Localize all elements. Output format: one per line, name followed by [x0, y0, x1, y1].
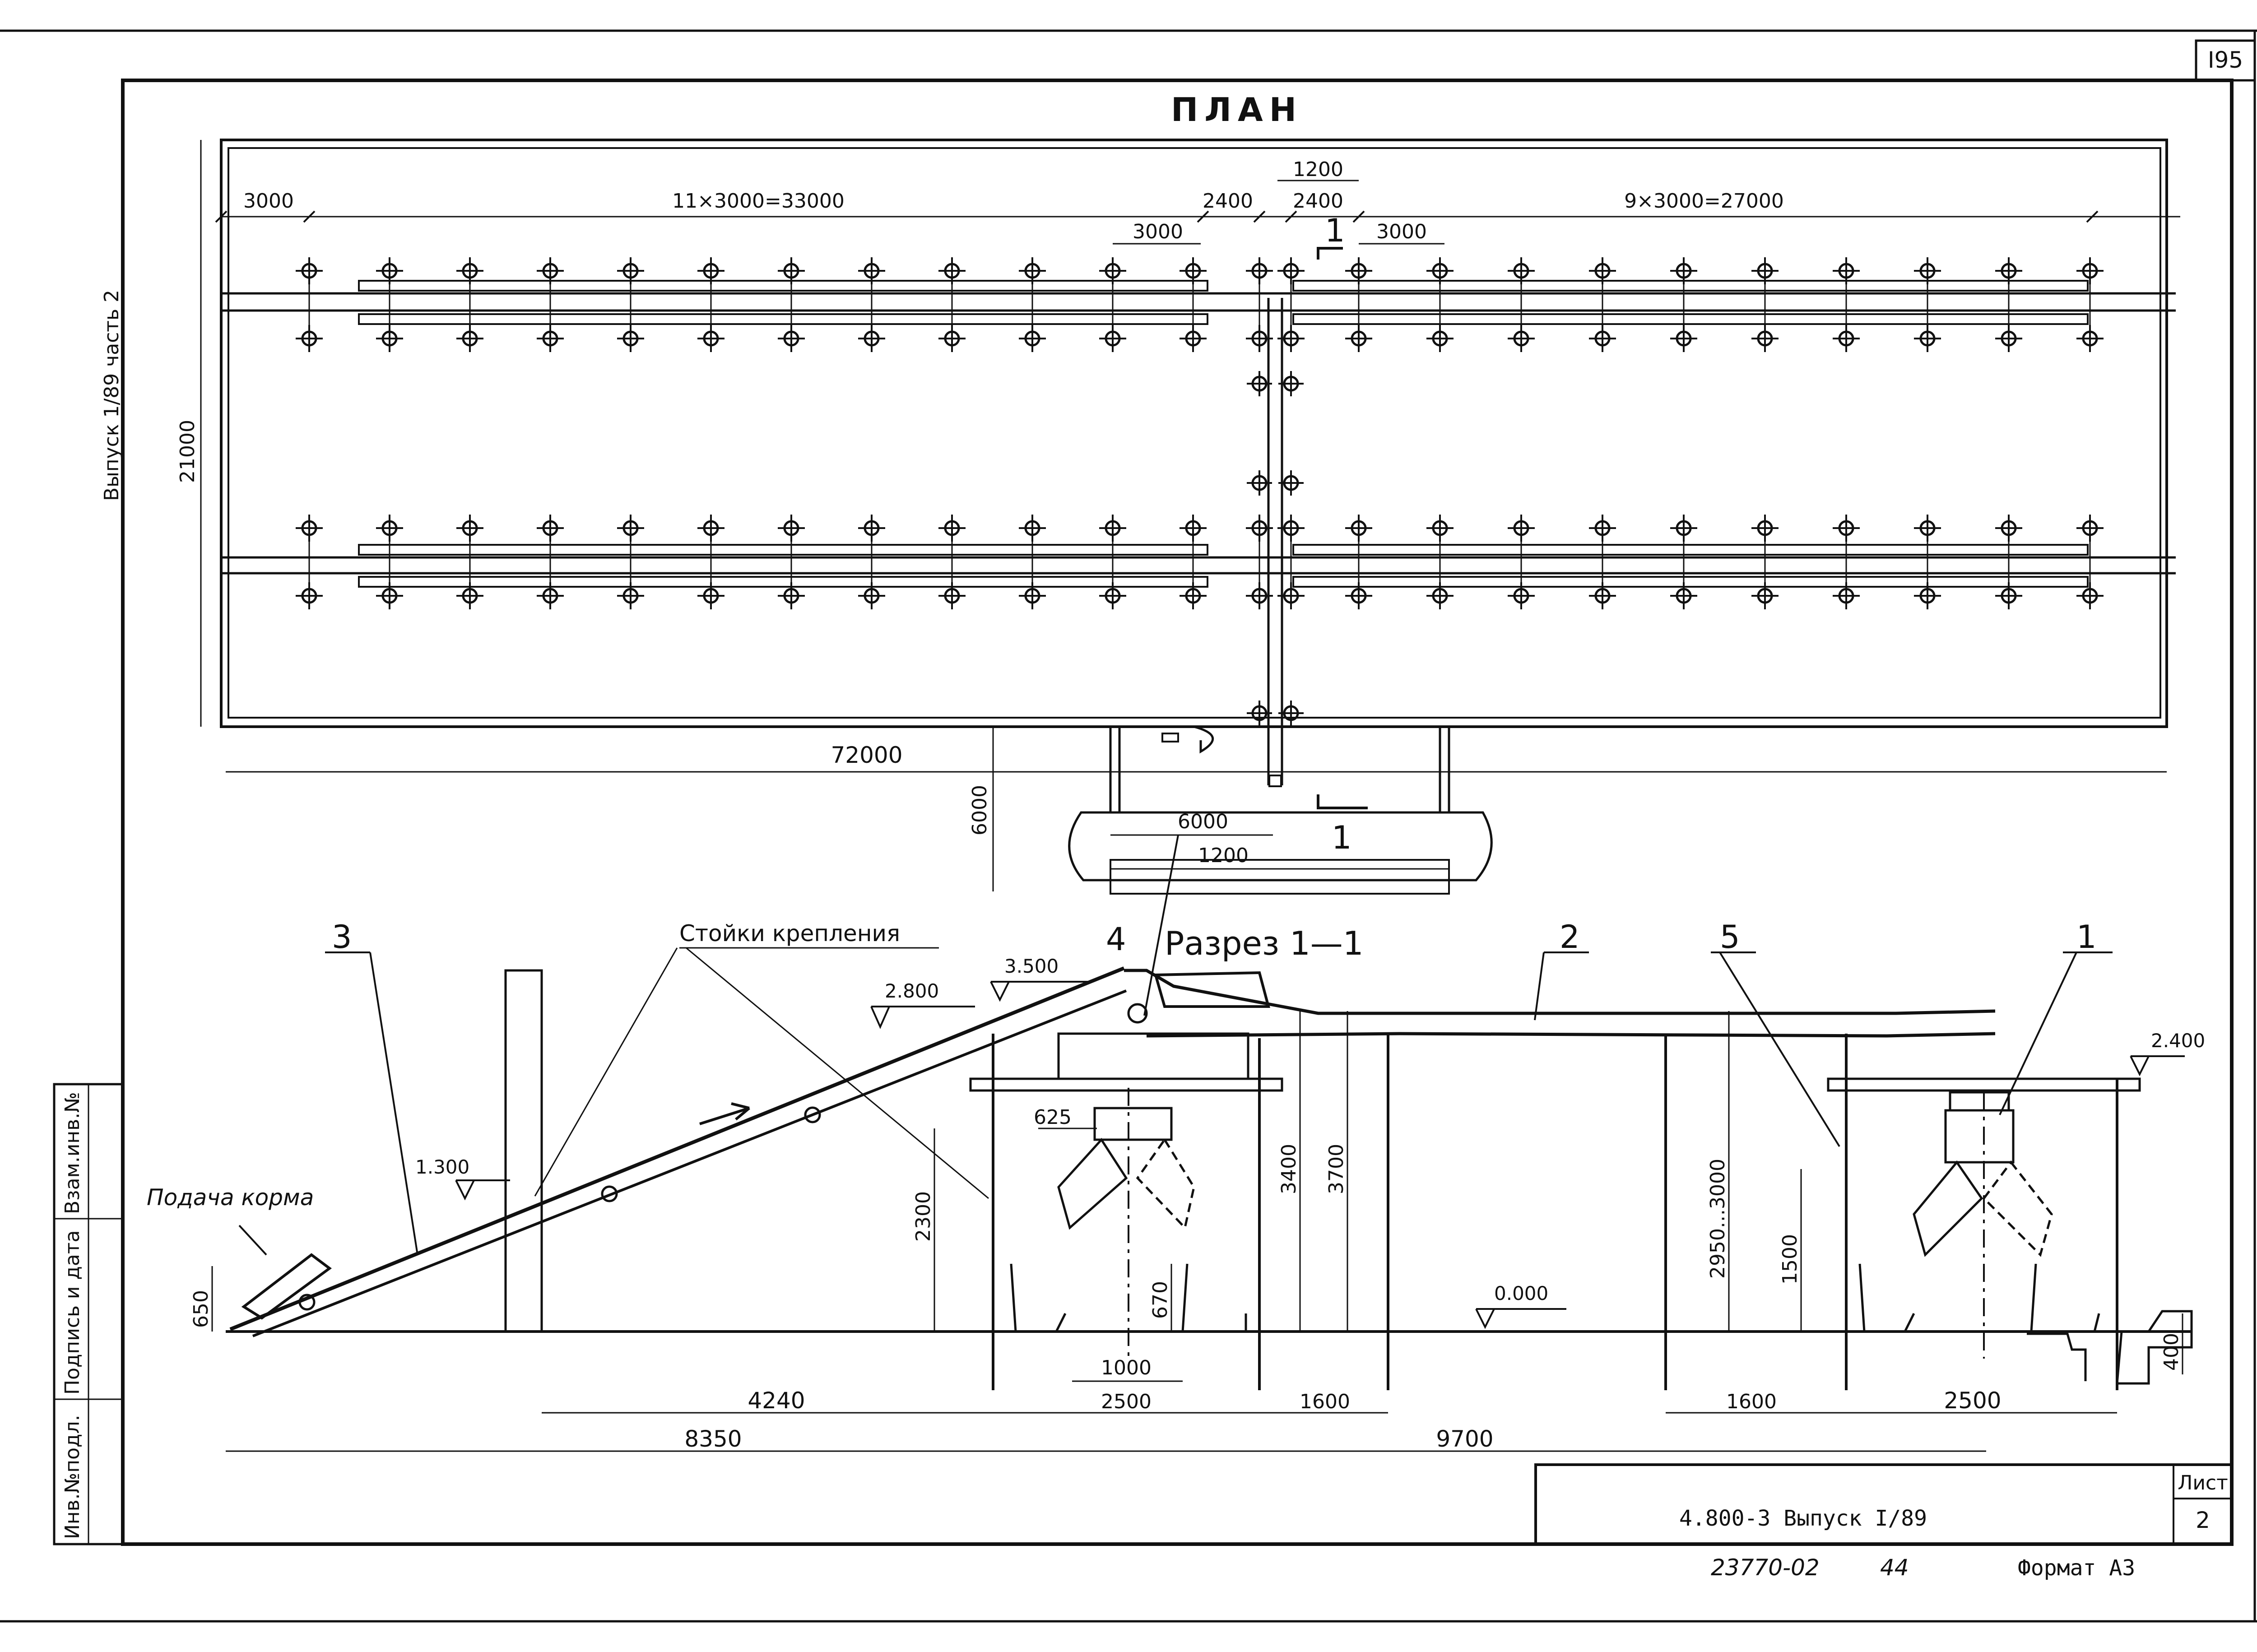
dim-center: 1200 — [1293, 158, 1343, 181]
dimension-tick — [1197, 210, 1209, 223]
inventory-number: 23770-02 — [1711, 1555, 1820, 1581]
callouts: 3 2 5 1 4 — [325, 835, 2113, 1255]
sheet-frame: I95 — [0, 29, 2257, 1623]
cage-row-right — [1292, 544, 2089, 556]
dim-3700: 3700 — [1325, 1144, 1348, 1194]
section-mark: 1 1 — [1317, 212, 1368, 856]
dim-400: 400 — [2160, 1333, 2183, 1371]
dim-650-feeder: 670 — [1149, 1281, 1172, 1319]
level-2400: 2.400 — [2151, 1030, 2205, 1052]
label-feed-supply: Подача корма — [147, 1184, 314, 1211]
sheet-number: 2 — [2196, 1507, 2210, 1533]
level-3500: 3.500 — [1004, 955, 1059, 977]
plan-title: ПЛАН — [1171, 91, 1303, 129]
dim-gap-left: 2400 — [1203, 190, 1253, 213]
dim-annex-depth: 6000 — [968, 785, 991, 835]
stall-frame-left — [969, 1032, 1283, 1390]
dim-9700: 9700 — [1436, 1426, 1493, 1452]
dimension-tick — [1253, 210, 1266, 223]
copy-number: 44 — [1880, 1555, 1909, 1581]
dimension-tick — [1352, 210, 1365, 223]
elevation-marks: 2.800 3.500 1.300 0.000 2.400 — [415, 955, 2205, 1329]
dim-annex-width: 6000 — [1178, 810, 1228, 833]
dim-2500-b: 2500 — [1944, 1387, 2001, 1414]
dim-gap-right: 2400 — [1293, 190, 1343, 213]
dim-right-span: 9×3000=27000 — [1624, 190, 1784, 213]
section-mark-top: 1 — [1325, 212, 1345, 249]
plan-view: ПЛАН 1 1 — [176, 91, 2180, 895]
dim-1600-b: 1600 — [1726, 1390, 1777, 1413]
inclined-conveyor — [229, 966, 1127, 1337]
dim-650-left: 650 — [190, 1290, 213, 1328]
callout-4: 4 — [1106, 921, 1126, 958]
callout-5: 5 — [1720, 919, 1740, 956]
plan-dimensions: 3000 11×3000=33000 2400 1200 2400 9×3000… — [176, 140, 2180, 891]
stall-frame-right — [1827, 1034, 2193, 1390]
dim-625: 625 — [1034, 1106, 1072, 1129]
page-number: I95 — [2208, 47, 2243, 73]
dimension-tick — [1285, 210, 1297, 223]
dimension-tick — [303, 210, 316, 223]
tall-post — [504, 969, 543, 1333]
left-margin: Выпуск 1/89 часть 2 Инв.№подл. Подпись и… — [53, 290, 124, 1545]
dim-2300: 2300 — [912, 1191, 935, 1242]
dim-bay-b: 3000 — [1376, 220, 1427, 243]
cage-row-left — [358, 313, 1208, 325]
cage-row-left — [358, 280, 1208, 292]
dimension-tick — [215, 210, 228, 223]
level-1300: 1.300 — [415, 1156, 469, 1178]
title-block: Лист 2 4.800-3 Выпуск I/89 23770-02 44 Ф… — [1534, 1463, 2233, 1581]
stamp-cell-replaced-inv: Взам.инв.№ — [61, 1092, 84, 1214]
level-0000: 0.000 — [1494, 1282, 1548, 1304]
level-2800: 2.800 — [885, 980, 939, 1002]
plan-inner-wall — [228, 147, 2161, 719]
callout-2: 2 — [1560, 919, 1580, 956]
dim-first-bay: 3000 — [243, 190, 294, 213]
dim-width: 21000 — [176, 420, 199, 483]
section-view: Разрез 1—1 — [147, 835, 2205, 1452]
cage-row-left — [358, 544, 1208, 556]
issue-label: Выпуск 1/89 часть 2 — [100, 290, 123, 501]
document-designation: 4.800-3 Выпуск I/89 — [1679, 1506, 1927, 1531]
cage-row-right — [1292, 280, 2089, 292]
section-mark-bottom: 1 — [1332, 819, 1352, 856]
dim-2950-3000: 2950...3000 — [1706, 1159, 1729, 1279]
sheet-label: Лист — [2178, 1471, 2228, 1494]
dim-1600-a: 1600 — [1300, 1390, 1350, 1413]
cage-row-left — [358, 576, 1208, 588]
cage-row-right — [1292, 313, 2089, 325]
plan-annex — [1068, 725, 1493, 895]
format-label: Формат А3 — [2018, 1555, 2135, 1581]
dim-8350: 8350 — [684, 1426, 742, 1452]
dim-length: 72000 — [831, 742, 902, 768]
label-support-posts: Стойки крепления — [679, 920, 900, 947]
dim-4240: 4240 — [748, 1387, 805, 1414]
section-horizontal-dimensions: 625 1000 4240 2500 1600 1600 2500 8350 9… — [226, 1106, 2117, 1452]
dimension-tick — [2086, 210, 2099, 223]
plan-outer-wall — [220, 139, 2168, 728]
dim-1000: 1000 — [1101, 1356, 1152, 1379]
callout-1: 1 — [2076, 919, 2097, 956]
stamp-cell-original-inv: Инв.№подл. — [61, 1415, 84, 1539]
dim-1500: 1500 — [1779, 1234, 1802, 1285]
distribution-conveyor — [1124, 969, 1996, 1038]
cage-row-right — [1292, 576, 2089, 588]
section-title: Разрез 1—1 — [1165, 924, 1364, 962]
dim-annex-inner: 1200 — [1198, 844, 1249, 867]
plan-generated-elements — [215, 210, 2176, 726]
dim-2500-a: 2500 — [1101, 1390, 1152, 1413]
section-vertical-dimensions: 2300 3400 3700 2950...3000 1500 650 670 … — [190, 1011, 2183, 1374]
callout-3: 3 — [332, 919, 352, 956]
dim-3400: 3400 — [1277, 1144, 1300, 1194]
stamp-cell-signature-date: Подпись и дата — [61, 1230, 84, 1395]
dim-left-span: 11×3000=33000 — [672, 190, 845, 213]
dim-bay-a: 3000 — [1133, 220, 1183, 243]
